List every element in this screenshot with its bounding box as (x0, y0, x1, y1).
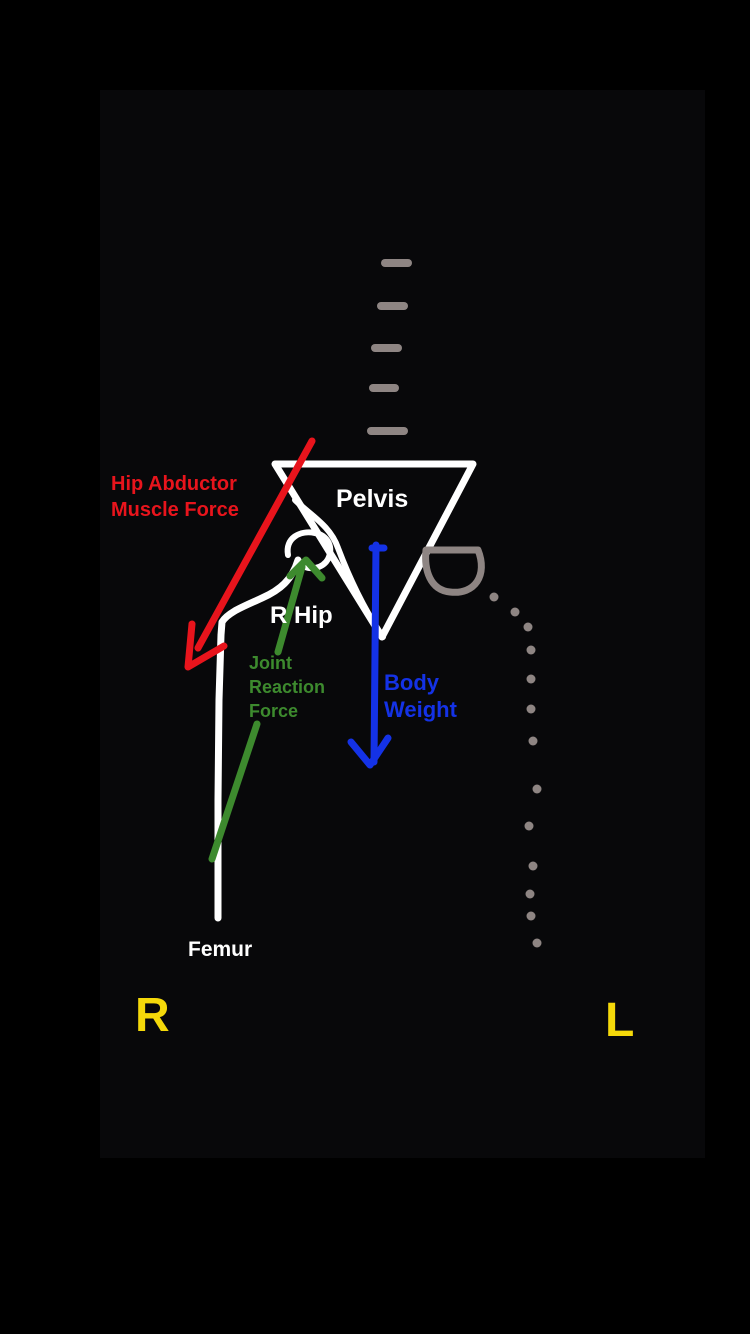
right-side-marker: R (135, 989, 170, 1042)
diagram-panel (100, 90, 705, 1158)
left-side-marker: L (605, 994, 634, 1047)
left-femur-dot (525, 889, 535, 899)
body-weight-label-line1: Body (384, 670, 440, 695)
right-hip-label: R Hip (270, 602, 333, 629)
left-hip-socket (422, 546, 485, 596)
abductor-arrow-shaft (194, 437, 316, 652)
body-weight-arrow-head (347, 734, 392, 769)
body-weight-force-arrow (347, 541, 392, 769)
left-femur-dot (526, 911, 536, 921)
hip-abductor-label-line1: Hip Abductor (111, 473, 237, 495)
left-femur-dot (524, 821, 534, 831)
joint-reaction-label-line3: Force (249, 701, 298, 721)
femur-label: Femur (188, 938, 252, 961)
left-femur-dotted-outline (489, 592, 542, 948)
left-femur-dot (528, 861, 538, 871)
left-femur-dot (526, 674, 536, 684)
left-femur-dot (489, 592, 499, 602)
joint-reaction-arrow-head (286, 556, 326, 582)
left-femur-dot (526, 704, 536, 714)
left-femur-dot (532, 938, 542, 948)
joint-reaction-arrow-shaft-upper (274, 563, 306, 656)
left-femur-dot (532, 784, 542, 794)
joint-reaction-force-arrow (208, 556, 326, 863)
body-weight-label-line2: Weight (384, 697, 458, 722)
left-femur-dot (510, 607, 520, 617)
spine-vertebrae (367, 259, 412, 435)
abductor-arrow-head (184, 620, 228, 671)
joint-reaction-label-line2: Reaction (249, 677, 325, 697)
left-femur-dot (526, 645, 536, 655)
pelvis-label: Pelvis (336, 485, 408, 513)
joint-reaction-label-line1: Joint (249, 653, 292, 673)
hip-abductor-label-line2: Muscle Force (111, 499, 239, 521)
joint-reaction-arrow-shaft-lower (208, 720, 261, 863)
left-femur-dot (528, 736, 538, 746)
hip-abductor-force-arrow (184, 437, 316, 671)
left-femur-dot (523, 622, 533, 632)
body-weight-arrow-shaft (370, 541, 380, 766)
pelvis-acetabulum-curve (292, 497, 386, 640)
